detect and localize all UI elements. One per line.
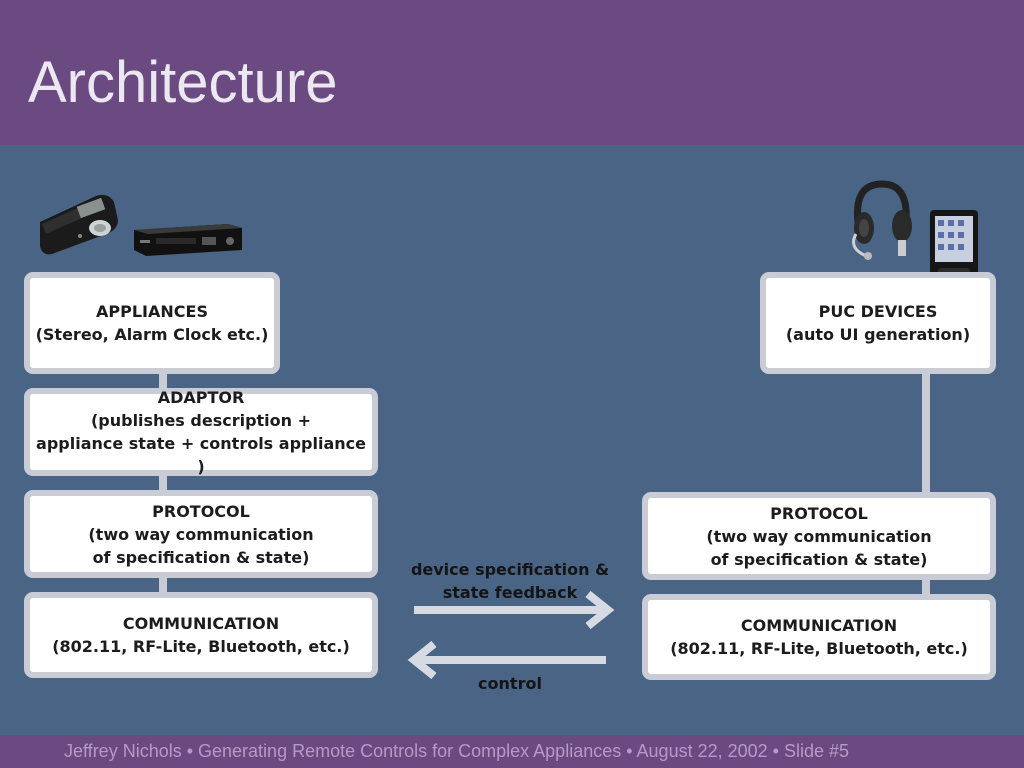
forward-arrow-label-line2: state feedback (442, 583, 578, 602)
right-protocol-box: PROTOCOL (two way communication of speci… (642, 492, 996, 580)
appliances-desc: (Stereo, Alarm Clock etc.) (35, 325, 269, 344)
right-communication-title: COMMUNICATION (740, 616, 898, 635)
footer-bar: Jeffrey Nichols • Generating Remote Cont… (0, 735, 1024, 768)
slide-title: Architecture (28, 50, 338, 115)
left-protocol-box: PROTOCOL (two way communication of speci… (24, 490, 378, 578)
adaptor-desc-1: (publishes description + (90, 411, 312, 430)
forward-arrow (414, 590, 615, 630)
adaptor-title: ADAPTOR (157, 388, 245, 407)
adaptor-desc-2: appliance state + controls appliance ) (36, 434, 366, 476)
left-communication-title: COMMUNICATION (122, 614, 280, 633)
forward-arrow-label: device specification & state feedback (400, 558, 620, 604)
back-arrow-label: control (478, 674, 542, 693)
back-arrow (407, 640, 606, 680)
stereo-receiver-icon (134, 224, 242, 256)
right-stack-connector (922, 370, 930, 598)
appliances-box: APPLIANCES (Stereo, Alarm Clock etc.) (24, 272, 280, 374)
forward-arrow-label-line1: device specification & (410, 560, 610, 579)
headset-icon (852, 180, 912, 260)
left-protocol-title: PROTOCOL (152, 501, 250, 521)
puc-devices-title: PUC DEVICES (818, 302, 938, 321)
appliances-title: APPLIANCES (96, 302, 208, 321)
left-protocol-desc-1: (two way communication (88, 524, 314, 544)
left-communication-box: COMMUNICATION (802.11, RF-Lite, Bluetoot… (24, 592, 378, 678)
left-communication-desc: (802.11, RF-Lite, Bluetooth, etc.) (52, 637, 350, 656)
left-stack-connector (159, 370, 167, 595)
left-protocol-desc-2: of specification & state) (92, 547, 310, 567)
right-communication-box: COMMUNICATION (802.11, RF-Lite, Bluetoot… (642, 594, 996, 680)
alarm-clock-icon (40, 194, 118, 255)
puc-devices-desc: (auto UI generation) (785, 325, 971, 344)
right-protocol-desc-1: (two way communication (706, 526, 932, 546)
right-protocol-desc-2: of specification & state) (710, 549, 928, 569)
right-protocol-title: PROTOCOL (770, 503, 868, 523)
right-communication-desc: (802.11, RF-Lite, Bluetooth, etc.) (670, 639, 968, 658)
adaptor-box: ADAPTOR (publishes description + applian… (24, 388, 378, 476)
header-bar: Architecture (0, 0, 1024, 145)
footer-text: Jeffrey Nichols • Generating Remote Cont… (64, 741, 849, 761)
puc-devices-box: PUC DEVICES (auto UI generation) (760, 272, 996, 374)
